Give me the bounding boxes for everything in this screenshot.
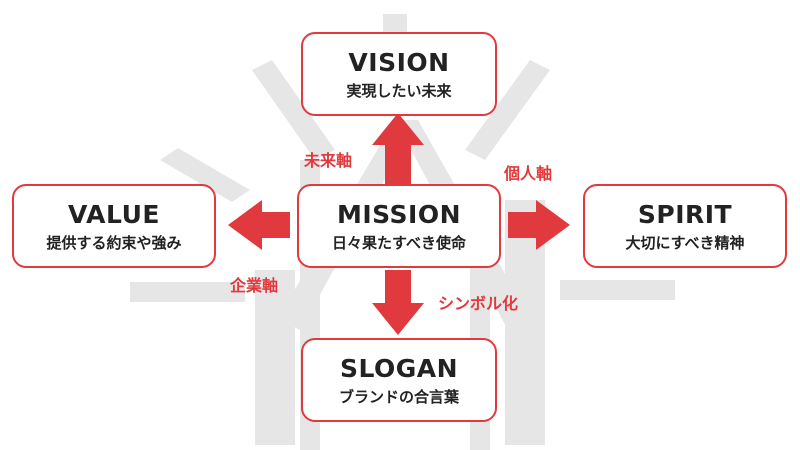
- value-subtitle: 提供する約束や強み: [46, 234, 182, 252]
- spirit-node: SPIRIT 大切にすべき精神: [583, 184, 787, 268]
- edge-label-company-axis: 企業軸: [230, 276, 279, 295]
- value-node: VALUE 提供する約束や強み: [12, 184, 216, 268]
- vision-subtitle: 実現したい未来: [346, 82, 452, 100]
- spirit-subtitle: 大切にすべき精神: [625, 234, 745, 252]
- arrow-to-value: [228, 200, 290, 250]
- arrows: [228, 113, 570, 335]
- edge-label-future-axis: 未来軸: [304, 151, 353, 170]
- vision-title: VISION: [348, 48, 450, 77]
- edge-label-individual-axis: 個人軸: [504, 164, 553, 183]
- spirit-title: SPIRIT: [637, 200, 733, 229]
- edge-label-symbolization: シンボル化: [438, 294, 519, 313]
- arrow-to-slogan: [372, 270, 424, 335]
- mission-subtitle: 日々果たすべき使命: [332, 234, 466, 252]
- value-title: VALUE: [68, 200, 160, 229]
- slogan-title: SLOGAN: [339, 354, 459, 383]
- vision-node: VISION 実現したい未来: [301, 32, 497, 116]
- mission-node: MISSION 日々果たすべき使命: [297, 184, 501, 268]
- arrow-to-vision: [372, 113, 424, 188]
- mission-title: MISSION: [336, 200, 462, 229]
- slogan-node: SLOGAN ブランドの合言葉: [301, 338, 497, 422]
- arrow-to-spirit: [508, 200, 570, 250]
- slogan-subtitle: ブランドの合言葉: [338, 388, 459, 406]
